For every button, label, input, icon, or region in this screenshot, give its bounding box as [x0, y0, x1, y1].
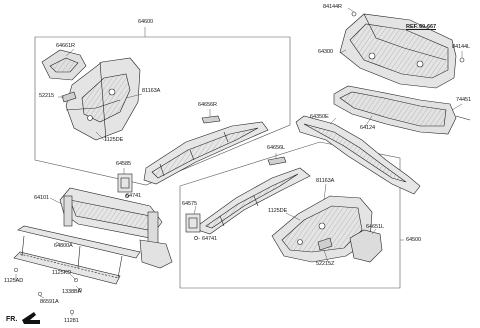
part-64651L [349, 229, 383, 263]
label-64300: 64300 [318, 49, 334, 55]
part-64656R [201, 115, 221, 124]
label-64741-bot: 64741 [202, 236, 218, 242]
part-front-side-member-rh [143, 121, 269, 185]
part-64350E [295, 115, 421, 195]
label-84144R: 84144R [323, 4, 342, 10]
label-fr: FR. [6, 316, 18, 323]
label-86591A: 86591A [40, 299, 59, 305]
label-52215: 52215 [39, 93, 55, 99]
label-1125AD: 1125AD [4, 278, 24, 284]
part-64656L [267, 156, 287, 166]
label-64800A: 64800A [54, 243, 73, 249]
label-81163A-bot: 81163A [316, 178, 335, 184]
label-52215Z: 52215Z [316, 261, 335, 267]
label-74451: 74451 [456, 97, 472, 103]
part-front-side-member-lh [197, 167, 311, 235]
frame-64500 [179, 141, 401, 289]
label-64651L: 64651L [366, 224, 385, 230]
arrow-down-left-icon [22, 312, 40, 324]
fasteners [13, 267, 83, 315]
part-64585 [117, 173, 133, 198]
label-64500: 64500 [406, 237, 422, 243]
label-84144L: 84144L [452, 44, 471, 50]
part-84144R [351, 11, 357, 17]
label-64350E: 64350E [310, 114, 329, 120]
part-64575 [185, 213, 201, 240]
label-64661R: 64661R [56, 43, 75, 49]
part-84144L [459, 57, 465, 63]
label-81163A-top: 81163A [142, 88, 161, 94]
label-64656L: 64656L [267, 145, 286, 151]
label-64741-top: 64741 [126, 193, 142, 199]
part-64661R [41, 49, 87, 81]
part-64800A [13, 225, 141, 285]
part-64101 [59, 187, 173, 269]
part-front-side-member-upper [65, 57, 141, 141]
label-64585: 64585 [116, 161, 132, 167]
label-64575: 64575 [182, 201, 198, 207]
label-11281: 11281 [64, 318, 79, 324]
leader-lines [15, 7, 463, 316]
label-64656R: 64656R [198, 102, 217, 108]
label-64600: 64600 [138, 19, 154, 25]
label-1125KD: 1125KD [52, 270, 72, 276]
part-52215Z [317, 237, 333, 251]
label-64101: 64101 [34, 195, 50, 201]
label-1338BA: 1338BA [62, 289, 82, 295]
part-64300 [339, 13, 457, 89]
label-1125DE-bot: 1125DE [268, 208, 288, 214]
label-ref: REF. 60-667 [406, 24, 436, 30]
frame-64600 [34, 36, 291, 186]
part-front-side-member-lower-lh [271, 195, 373, 263]
part-64124 [333, 85, 471, 135]
label-1125DE-top: 1125DE [104, 137, 124, 143]
label-64124: 64124 [360, 125, 376, 131]
part-52215 [61, 91, 77, 103]
